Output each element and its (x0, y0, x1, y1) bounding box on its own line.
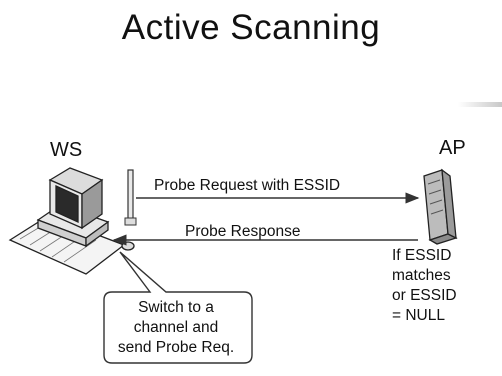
probe-request-label: Probe Request with ESSID (154, 177, 341, 194)
ap-condition-line: = NULL (392, 307, 445, 324)
access-point-label: AP (439, 137, 466, 159)
ap-condition-line: or ESSID (392, 287, 457, 304)
page-title: Active Scanning (121, 8, 381, 47)
probe-response-label: Probe Response (185, 223, 301, 240)
ap-condition-line: matches (392, 267, 451, 284)
ap-condition-text: If ESSID matches or ESSID = NULL (392, 246, 457, 326)
decorative-bar (458, 102, 502, 107)
computer-icon (8, 167, 135, 275)
callout-line: Switch to a (138, 299, 214, 316)
antenna-icon (124, 169, 137, 226)
callout-line: channel and (133, 319, 219, 336)
callout-text: Switch to a channel and send Probe Req. (107, 298, 245, 358)
ap-condition-line: If ESSID (392, 247, 452, 264)
callout-line: send Probe Req. (117, 339, 235, 356)
callout-bubble (103, 251, 253, 364)
workstation-label: WS (50, 139, 83, 161)
access-point-icon (423, 168, 458, 245)
